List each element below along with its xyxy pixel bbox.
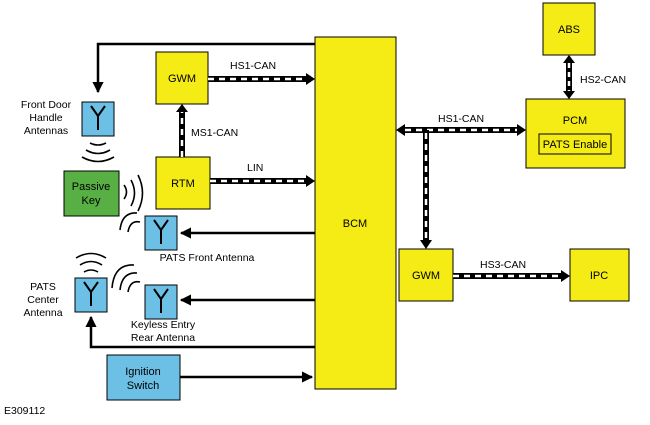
- keyless-rear-antenna: [144, 284, 178, 320]
- ms1-can-label: MS1-CAN: [191, 127, 238, 139]
- gwm-right-module: [398, 248, 454, 302]
- rtm-label: RTM: [171, 178, 195, 190]
- abs-module: [542, 2, 596, 56]
- passive-key-label-2: Key: [82, 195, 101, 207]
- bcm-label: BCM: [343, 218, 367, 230]
- hardwires: [85, 42, 315, 383]
- hs1-can-top-label: HS1-CAN: [230, 60, 276, 72]
- keyless-rear-antenna-label-2: Rear Antenna: [131, 332, 195, 344]
- pats-enable-box: [538, 133, 612, 155]
- pats-front-antenna: [144, 215, 178, 251]
- pats-center-antenna: [74, 277, 108, 313]
- ignition-switch-label-1: Ignition: [125, 366, 160, 378]
- ipc-label: IPC: [590, 270, 608, 282]
- gwm-right-label: GWM: [412, 270, 440, 282]
- ignition-switch-label-2: Switch: [127, 380, 159, 392]
- passive-key-label-1: Passive: [72, 181, 111, 193]
- hs3-can-label: HS3-CAN: [480, 259, 526, 271]
- lin-label: LIN: [247, 162, 263, 174]
- bcm-module: [314, 36, 397, 390]
- figure-id: E309112: [4, 405, 45, 417]
- hs1-can-right-label: HS1-CAN: [438, 113, 484, 125]
- front-door-antenna: [81, 101, 115, 137]
- gwm-top-module: [155, 51, 209, 105]
- front-door-antenna-label-1: Front Door: [21, 99, 72, 111]
- bcm-to-front-door-wire: [92, 42, 315, 94]
- pcm-label: PCM: [563, 115, 587, 127]
- keyless-rear-antenna-label-1: Keyless Entry: [131, 319, 196, 331]
- pats-center-antenna-label-3: Antenna: [23, 307, 62, 319]
- pats-center-antenna-label-1: PATS: [30, 281, 56, 293]
- abs-label: ABS: [558, 24, 580, 36]
- network-lines: [176, 55, 575, 282]
- rtm-module: [155, 156, 211, 210]
- pats-enable-label: PATS Enable: [543, 139, 607, 151]
- hs2-can-label: HS2-CAN: [580, 74, 626, 86]
- radio-waves: [75, 142, 144, 293]
- ipc-module: [569, 248, 630, 302]
- gwm-top-label: GWM: [168, 73, 196, 85]
- passive-key-box: [63, 170, 120, 217]
- pats-center-antenna-label-2: Center: [27, 294, 59, 306]
- front-door-antenna-label-3: Antennas: [24, 125, 68, 137]
- bcm-to-pats-center-wire: [85, 315, 315, 349]
- front-door-antenna-label-2: Handle: [29, 112, 62, 124]
- pats-front-antenna-label: PATS Front Antenna: [160, 252, 255, 264]
